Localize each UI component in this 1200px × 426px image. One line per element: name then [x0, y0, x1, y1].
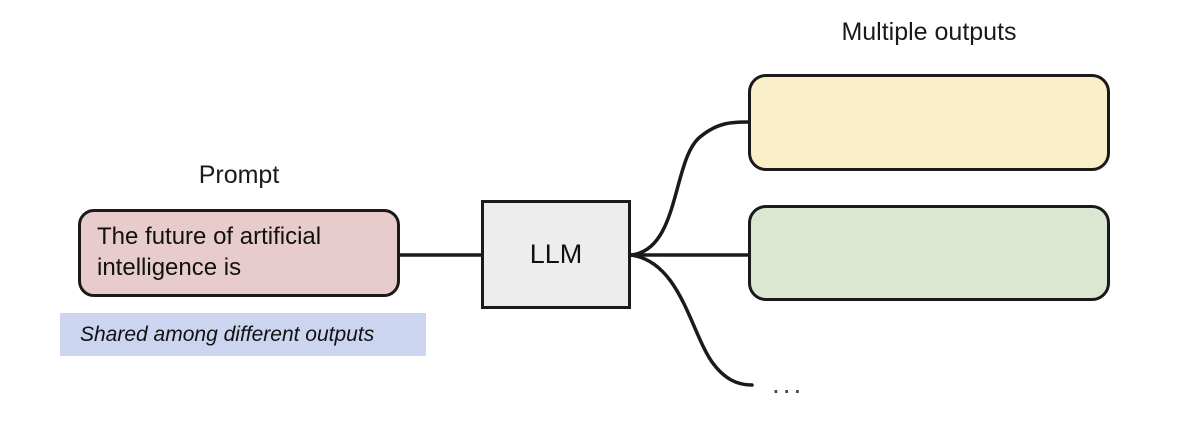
prompt-caption: Prompt [198, 161, 280, 189]
llm-label: LLM [529, 239, 583, 269]
prompt-text: The future of artificial intelligence is [97, 223, 322, 281]
wire-llm-to-output-1 [629, 120, 750, 257]
shared-note-band: Shared among different outputs [60, 313, 426, 356]
output-box-2[interactable] [748, 205, 1110, 301]
prompt-box[interactable]: The future of artificial intelligence is [78, 209, 400, 297]
output-ellipsis: ... [772, 368, 805, 399]
llm-box[interactable]: LLM [481, 200, 631, 309]
multiple-outputs-caption: Multiple outputs [841, 18, 1017, 46]
shared-note-text: Shared among different outputs [80, 322, 375, 346]
wire-llm-to-ellipsis [629, 253, 754, 387]
output-box-1[interactable] [748, 74, 1110, 171]
